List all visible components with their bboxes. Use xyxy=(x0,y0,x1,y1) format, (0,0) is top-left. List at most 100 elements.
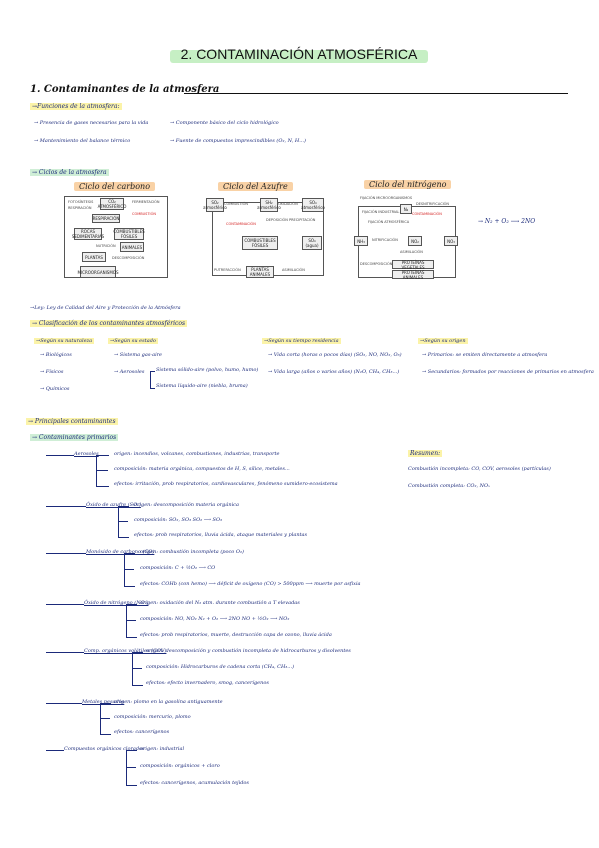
ciclos-heading: → Ciclos de la atmosfera xyxy=(30,169,109,176)
clasif-sub-item: Sistema sólido-aire (polvo, humo, humo) xyxy=(156,367,259,373)
clasif-col-heading: →Según su estado xyxy=(108,338,158,344)
group-bracket-mid xyxy=(132,668,142,669)
carbon-label: FERMENTACIÓN xyxy=(132,200,160,204)
carbon-label: FOTOSÍNTESIS xyxy=(68,200,94,204)
group-name: Aerosoles xyxy=(74,451,99,457)
clasif-item: → Físicos xyxy=(40,369,64,375)
nitrogen-label: NITRIFICACIÓN xyxy=(372,238,398,242)
group-item: origen: plomo en la gasolina antiguament… xyxy=(114,699,223,705)
sulfur-box-so4-agua: SO₄ (agua) xyxy=(302,236,322,250)
group-item: composición: Hidrocarburos de cadena cor… xyxy=(146,664,295,670)
nitrogen-label: FIJACIÓN INDUSTRIAL xyxy=(362,210,400,214)
group-item: efectos: prob respiratorios, lluvia ácid… xyxy=(134,532,308,538)
sulfur-label: DEPOSICIÓN PRECIPITACIÓN xyxy=(266,218,316,222)
group-item: composición: orgánicos + cloro xyxy=(140,763,220,769)
group-bracket-mid xyxy=(118,521,128,522)
nitrogen-label: ASIMILACIÓN xyxy=(400,250,423,254)
carbon-label: RESPIRACIÓN xyxy=(68,206,92,210)
group-bracket-mid xyxy=(126,767,136,768)
nitrogen-cycle-diagram: Ciclo del nitrógeno FIJACIÓN MICROORGANI… xyxy=(350,180,470,284)
clasif-item: → Químicos xyxy=(40,386,70,392)
sulfur-box-combustibles: COMBUSTIBLES FÓSILES xyxy=(242,236,278,250)
nitrogen-box-prot-veg: PROTEÍNAS VEGETALES xyxy=(392,260,434,270)
sulfur-box-sh2: SH₂ atmosférico xyxy=(257,198,281,212)
funciones-item: → Componente básico del ciclo hidrológic… xyxy=(170,120,279,126)
group-arrow xyxy=(46,553,86,554)
clasif-col-heading: →Según su origen xyxy=(418,338,468,344)
nitrogen-box-nh3: NH₃ xyxy=(354,236,368,246)
nitrogen-box-no3: NO₃ xyxy=(444,236,458,246)
nitrogen-label: FIJACIÓN ATMOSFÉRICA xyxy=(368,220,410,224)
group-item: origen: descomposición materia orgánica xyxy=(134,502,239,508)
group-item: efectos: efecto invernadero, smog, cance… xyxy=(146,680,269,686)
clasif-item: → Sistema gas-aire xyxy=(114,352,163,358)
group-item: efectos: irritación, prob respiratorios,… xyxy=(114,481,338,487)
group-item: efectos: prob respiratorios, muerte, des… xyxy=(140,632,332,638)
clasif-col-heading: →Según su naturaleza xyxy=(34,338,95,344)
nitrogen-cycle-title: Ciclo del nitrógeno xyxy=(364,180,452,189)
group-bracket-mid xyxy=(124,569,134,570)
nitrogen-box-prot-ani: PROTEÍNAS ANIMALES xyxy=(392,270,434,280)
group-bracket xyxy=(100,703,111,735)
funciones-heading: →Funciones de la atmosfera: xyxy=(30,103,122,110)
section-rule xyxy=(184,93,568,94)
nitrogen-label: DESNITRIFICACIÓN xyxy=(416,202,450,206)
nitrogen-label: FIJACIÓN MICROORGANISMOS xyxy=(360,196,413,200)
nitrogen-equation: → N₂ + O₂ ⟶ 2NO xyxy=(478,218,536,225)
primarios-heading: → Contaminantes primarios xyxy=(30,434,119,441)
resumen-heading: Resumen: xyxy=(408,450,443,457)
funciones-item: → Mantenimiento del balance térmico xyxy=(34,138,131,144)
aerosoles-bracket xyxy=(150,371,155,389)
group-bracket xyxy=(132,652,143,686)
group-name: Óxido de nitrógeno (NOₓ) xyxy=(84,600,149,606)
group-item: efectos: cancerígenos xyxy=(114,729,170,735)
group-name: Metales pesados xyxy=(82,699,125,705)
clasif-item: → Vida larga (años o varios años) (N₂O, … xyxy=(268,369,400,375)
group-name: Comp. orgánicos volátiles (COV) xyxy=(84,648,167,654)
group-name: Compuestos orgánicos clorados xyxy=(64,746,145,752)
title-highlight xyxy=(170,50,428,63)
clasif-col-heading: →Según su tiempo residencia xyxy=(262,338,341,344)
group-item: origen: incendios, volcanes, combustione… xyxy=(114,451,280,457)
group-name: Monóxido de carbono (CO) xyxy=(86,549,155,555)
group-bracket-mid xyxy=(96,470,108,471)
group-arrow xyxy=(46,750,64,751)
clasif-sub-item: Sistema líquido-aire (niebla, bruma) xyxy=(156,383,248,389)
sulfur-box-plantas: PLANTAS ANIMALES xyxy=(246,266,274,278)
nitrogen-label-red: CONTAMINACIÓN xyxy=(412,212,442,216)
carbon-box-micro: MICROORGANISMOS xyxy=(78,266,118,278)
group-arrow xyxy=(46,652,84,653)
sulfur-cycle-title: Ciclo del Azufre xyxy=(218,182,293,191)
principales-heading: → Principales contaminantes xyxy=(26,418,118,425)
group-bracket-mid xyxy=(126,620,136,621)
group-item: efectos: COHb (con hemo) ⟶ déficit de ox… xyxy=(140,581,361,587)
group-item: origen: combustión incompleta (poco O₂) xyxy=(140,549,244,555)
sulfur-box-so4: SO₄ atmosférico xyxy=(301,198,325,212)
group-item: composición: mercurio, plomo xyxy=(114,714,191,720)
group-item: composición: SO₂, SO₃ SO₂ ⟶ SO₃ xyxy=(134,517,223,523)
sulfur-cycle-diagram: Ciclo del Azufre SO₂ atmosférico SH₂ atm… xyxy=(203,182,332,282)
clasif-item: → Aerosoles xyxy=(114,369,145,375)
clasif-item: → Secundarios: formados por reacciones d… xyxy=(422,369,594,375)
clasif-item: → Vida corta (horas o pocos días) (SO₂, … xyxy=(268,352,402,358)
group-item: composición: C + ½O₂ ⟶ CO xyxy=(140,565,216,571)
carbon-box-animales: ANIMALES xyxy=(120,242,144,252)
group-bracket xyxy=(124,553,135,587)
group-item: origen: descomposición y combustión inco… xyxy=(146,648,351,654)
section-heading: 1. Contaminantes de la atmosfera xyxy=(30,84,220,95)
resumen-line: Combustión incompleta: CO, COV, aerosole… xyxy=(408,466,551,472)
carbon-cycle-diagram: Ciclo del carbono CO₂ ATMOSFÉRICO FOTOSÍ… xyxy=(60,182,180,288)
group-bracket xyxy=(126,604,137,638)
carbon-label: NUTRICIÓN xyxy=(96,244,116,248)
funciones-item: → Fuente de compuestos imprescindibles (… xyxy=(170,138,306,144)
group-arrow xyxy=(46,506,86,507)
group-bracket xyxy=(126,750,137,786)
carbon-box-combustibles: COMBUSTIBLES FÓSILES xyxy=(113,228,145,240)
group-arrow xyxy=(46,604,84,605)
ley-text: →Ley: Ley de Calidad del Aire y Protecci… xyxy=(30,305,181,311)
group-item: composición: NO, NO₂ N₂ + O₂ ⟶ 2NO NO + … xyxy=(140,616,290,622)
group-item: composición: materia orgánica, compuesto… xyxy=(114,466,290,472)
group-item: origen: industrial xyxy=(140,746,185,752)
sulfur-label: ASIMILACIÓN xyxy=(282,268,305,272)
carbon-box-rocas: ROCAS SEDIMENTARIAS xyxy=(71,228,105,240)
